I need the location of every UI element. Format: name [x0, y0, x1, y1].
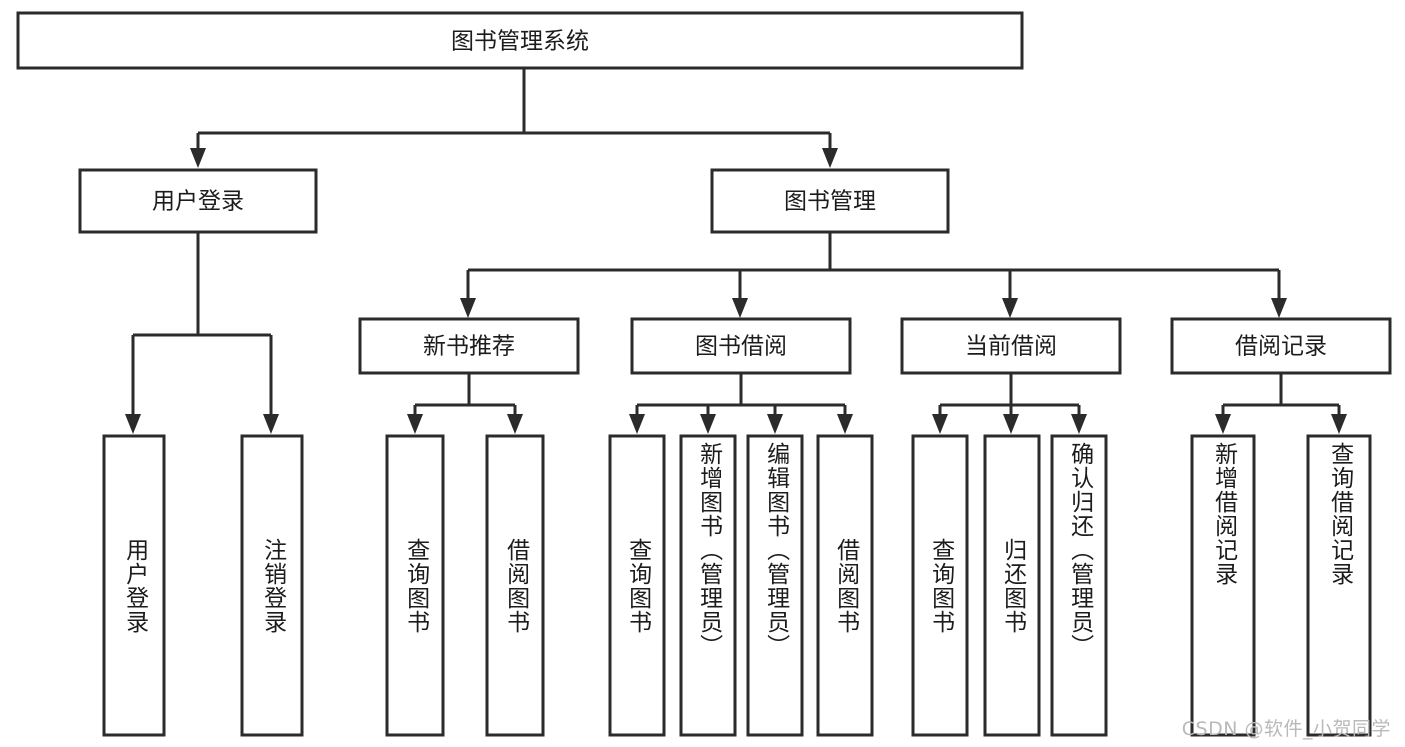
arrowhead-br-query-record	[1331, 414, 1347, 434]
node-level2-new-book-recommend[interactable]: 新书推荐	[358, 317, 580, 375]
arrowhead-cb-return-book	[1003, 414, 1019, 434]
arrowhead-book-borrow	[732, 298, 748, 318]
arrowhead-borrow-record	[1271, 298, 1287, 318]
connector-root-to-level1	[190, 68, 838, 168]
leaf-box-bb-borrow-book[interactable]	[816, 434, 874, 737]
node-book-management-box[interactable]	[710, 168, 950, 234]
connector-current-borrow-to-leaves	[932, 373, 1087, 434]
node-root-label: 图书管理系统	[451, 29, 589, 55]
arrowhead-leaf-user-login	[125, 414, 141, 434]
node-root-box[interactable]	[16, 11, 1024, 70]
connector-borrow-record-to-leaves	[1215, 373, 1347, 434]
leaf-box-nbr-borrow-book[interactable]	[485, 434, 545, 737]
leaf-box-cb-return-book[interactable]	[983, 434, 1041, 737]
node-borrow-record-box[interactable]	[1170, 317, 1392, 375]
leaf-box-logout[interactable]	[240, 434, 304, 737]
arrowhead-leaf-logout	[263, 414, 279, 434]
leaf-boxes-group	[102, 434, 1372, 737]
leaf-box-bb-edit-book[interactable]	[746, 434, 804, 737]
arrowhead-br-add-record	[1215, 414, 1231, 434]
connector-new-book-recommend-to-leaves	[407, 373, 523, 434]
arrowhead-bb-edit-book	[767, 414, 783, 434]
leaf-box-bb-add-book[interactable]	[679, 434, 737, 737]
node-user-login-label: 用户登录	[152, 189, 244, 215]
leaf-box-cb-query-book[interactable]	[911, 434, 969, 737]
arrowhead-cb-query-book	[932, 414, 948, 434]
arrowhead-user-login	[190, 148, 206, 168]
node-borrow-record-label: 借阅记录	[1235, 334, 1327, 360]
leaf-box-cb-confirm-return[interactable]	[1050, 434, 1108, 737]
connector-user-login-to-leaves	[125, 232, 279, 434]
connector-book-management-to-level2	[460, 232, 1287, 318]
node-current-borrow-label: 当前借阅	[965, 334, 1057, 360]
leaf-box-br-query-record[interactable]	[1306, 434, 1372, 737]
leaf-box-nbr-query-book[interactable]	[385, 434, 445, 737]
connector-book-borrow-to-leaves	[629, 373, 853, 434]
node-root[interactable]: 图书管理系统	[16, 11, 1024, 70]
node-book-borrow-label: 图书借阅	[695, 334, 787, 360]
node-new-book-recommend-label: 新书推荐	[423, 334, 515, 360]
node-book-management-label: 图书管理	[784, 189, 876, 215]
node-new-book-recommend-box[interactable]	[358, 317, 580, 375]
arrowhead-book-mgmt	[822, 148, 838, 168]
node-level2-book-borrow[interactable]: 图书借阅	[630, 317, 852, 375]
arrowhead-nbr-query-book	[407, 414, 423, 434]
leaf-box-br-add-record[interactable]	[1190, 434, 1256, 737]
watermark-text: CSDN @软件_小贺同学	[1181, 718, 1391, 740]
arrowhead-bb-borrow-book	[837, 414, 853, 434]
leaf-box-user-login[interactable]	[102, 434, 166, 737]
arrowhead-new-book-rec	[460, 298, 476, 318]
node-level2-current-borrow[interactable]: 当前借阅	[900, 317, 1122, 375]
arrowhead-bb-add-book	[700, 414, 716, 434]
arrowhead-current-borrow	[1002, 298, 1018, 318]
leaf-box-bb-query-book[interactable]	[608, 434, 666, 737]
arrowhead-cb-confirm-return	[1071, 414, 1087, 434]
node-level1-user-login[interactable]: 用户登录	[78, 168, 318, 234]
node-level2-borrow-record[interactable]: 借阅记录	[1170, 317, 1392, 375]
arrowhead-nbr-borrow-book	[507, 414, 523, 434]
node-current-borrow-box[interactable]	[900, 317, 1122, 375]
node-level1-book-management[interactable]: 图书管理	[710, 168, 950, 234]
node-book-borrow-box[interactable]	[630, 317, 852, 375]
arrowhead-bb-query-book	[629, 414, 645, 434]
